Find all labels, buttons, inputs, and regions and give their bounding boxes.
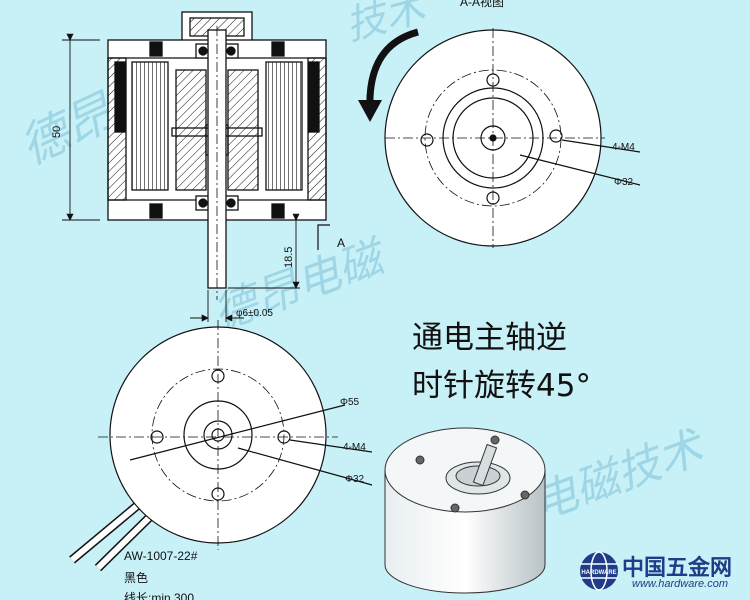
dimension-height-label: 50: [51, 126, 63, 138]
section-view-title: A-A视图: [460, 0, 504, 9]
logo-url[interactable]: www.hardware.com: [632, 578, 728, 590]
site-logo: HARDWARE 中国五金网 www.hardware.com: [578, 548, 748, 598]
dia-55: Φ55: [340, 397, 360, 408]
wire-model: AW-1007-22#: [124, 549, 198, 563]
motor-3d-render: [384, 427, 546, 594]
dia-32-bottom: Φ32: [345, 474, 365, 485]
watermark-right: 电磁技术: [526, 421, 713, 530]
dimension-height: [62, 33, 100, 221]
dimension-shaft-length: [228, 213, 300, 289]
dimension-shaft-length-label: 18.5: [283, 247, 295, 268]
rotation-arrow: [366, 28, 419, 111]
front-view-bottom: [69, 320, 373, 572]
watermark-top: 技术: [341, 0, 433, 50]
section-marker: [317, 224, 330, 250]
hole-spec-top: 4-M4: [612, 142, 635, 153]
end-view-top: [384, 28, 641, 248]
section-marker-label: A: [337, 236, 345, 250]
hole-spec-bottom: 4-M4: [343, 442, 366, 453]
rotation-note-line2: 时针旋转45°: [412, 368, 591, 404]
rotation-note-line1: 通电主轴逆: [412, 320, 567, 356]
dimension-shaft-dia: [190, 290, 244, 322]
logo-name: 中国五金网: [622, 556, 733, 581]
rotation-arrowhead: [358, 100, 382, 122]
cross-section-view: [107, 11, 327, 300]
dimension-shaft-dia-label: φ6±0.05: [236, 308, 273, 319]
watermark-center: 德昂电磁: [206, 230, 394, 340]
wire-length: 线长:min 300: [124, 591, 194, 600]
dia-32-top: Φ32: [614, 177, 634, 188]
emblem-text: HARDWARE: [581, 570, 616, 576]
globe-icon: HARDWARE: [580, 551, 618, 591]
wire-color: 黑色: [124, 571, 148, 585]
